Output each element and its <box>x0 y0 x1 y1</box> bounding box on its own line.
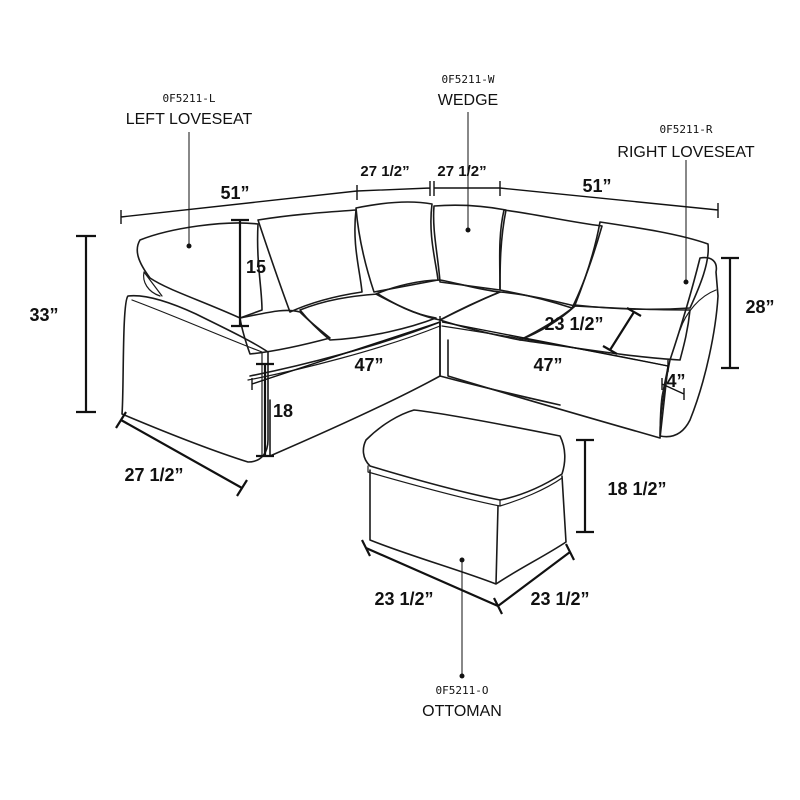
ottoman-top <box>362 409 566 501</box>
left-arm-inner <box>131 299 263 457</box>
back-cushion-right-2 <box>574 221 710 311</box>
left-seat-base <box>249 321 441 457</box>
part-labels: 0F5211-L LEFT LOVESEAT 0F5211-W WEDGE 0F… <box>126 73 755 720</box>
ottoman-code: 0F5211-O <box>436 684 489 697</box>
left-arm-back <box>143 271 163 297</box>
back-cushion-left-2 <box>257 209 363 313</box>
wedge-name: WEDGE <box>438 92 498 109</box>
sofa-drawing <box>121 201 719 585</box>
right-seat-base <box>447 339 669 439</box>
dim-left-seat-length: 47” <box>354 355 383 375</box>
back-cushion-wedge-left <box>355 201 439 293</box>
dim-ottoman-height: 18 1/2” <box>607 479 666 499</box>
left-loveseat-name: LEFT LOVESEAT <box>126 111 253 128</box>
right-arm <box>659 256 719 438</box>
dim-arm-height: 28” <box>745 297 774 317</box>
seat-cushion-left-1 <box>239 309 331 355</box>
dim-ottoman-width: 23 1/2” <box>374 589 433 609</box>
dim-back-height: 15 <box>246 257 266 277</box>
dimension-lines <box>76 181 739 615</box>
dim-left-width: 51” <box>220 183 249 203</box>
dim-ottoman-depth: 23 1/2” <box>530 589 589 609</box>
back-cushion-left-1 <box>136 222 263 319</box>
dim-right-width: 51” <box>582 176 611 196</box>
dim-wedge-left: 27 1/2” <box>360 163 409 180</box>
left-arm <box>121 294 269 463</box>
seat-cushion-right-2 <box>519 305 691 361</box>
dim-left-depth: 27 1/2” <box>124 465 183 485</box>
ottoman-body <box>369 469 567 585</box>
dim-arm-width: 4” <box>666 371 685 391</box>
right-arm-inner <box>659 289 717 437</box>
right-loveseat-name: RIGHT LOVESEAT <box>617 144 754 161</box>
right-loveseat-code: 0F5211-R <box>660 123 713 136</box>
back-cushion-wedge-right <box>432 204 507 291</box>
dim-wedge-right: 27 1/2” <box>437 163 486 180</box>
dim-overall-height: 33” <box>29 305 58 325</box>
leader-lines <box>186 112 689 679</box>
seat-cushion-left-2 <box>299 293 437 341</box>
wedge-code: 0F5211-W <box>442 73 495 86</box>
ottoman-name: OTTOMAN <box>422 703 502 720</box>
dim-seat-depth: 23 1/2” <box>544 314 603 334</box>
dim-right-seat-length: 47” <box>533 355 562 375</box>
dimension-labels: 51” 27 1/2” 27 1/2” 51” 33” 15 18 27 1/2… <box>29 163 774 609</box>
ottoman-lid-edge <box>367 465 563 507</box>
dim-seat-height: 18 <box>273 401 293 421</box>
left-loveseat-code: 0F5211-L <box>163 92 216 105</box>
